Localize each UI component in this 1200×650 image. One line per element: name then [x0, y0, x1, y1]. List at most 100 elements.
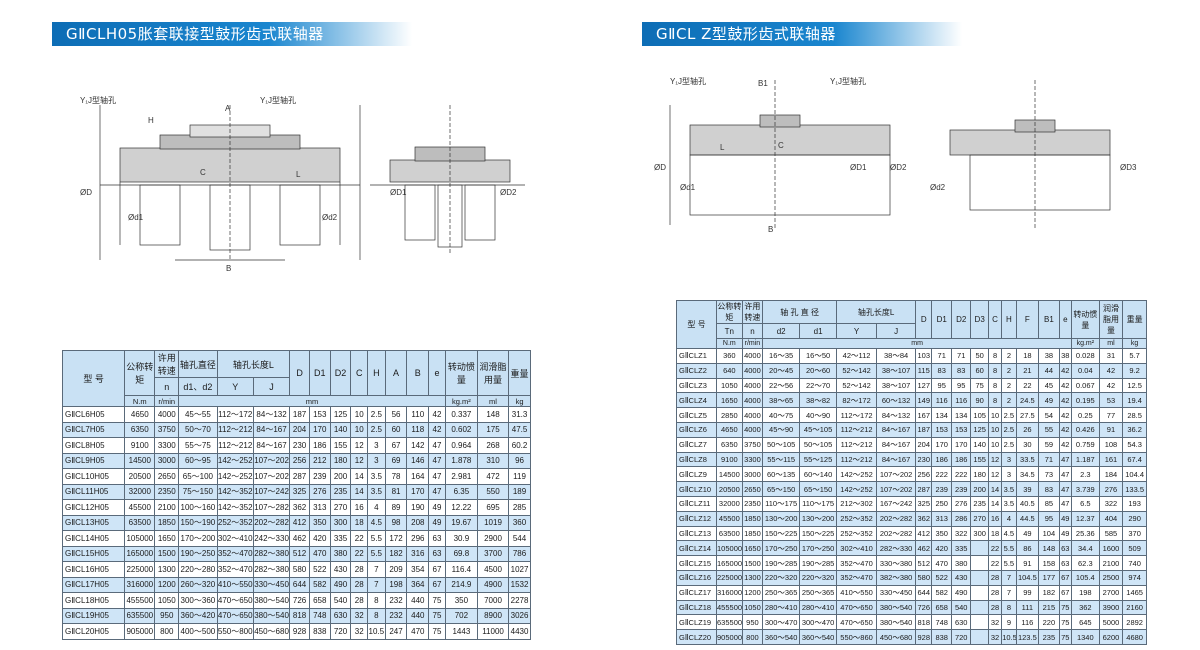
- table-cell: 509: [1122, 540, 1147, 557]
- table-cell: 77: [1098, 407, 1124, 423]
- table-cell: 60: [384, 421, 408, 438]
- table-cell: 290: [1122, 510, 1147, 527]
- table-cell: 580: [289, 561, 310, 578]
- table-cell: 6350: [124, 421, 156, 438]
- table-cell: 838: [308, 623, 331, 640]
- table-cell: 75: [428, 623, 446, 640]
- table-cell: 12: [350, 437, 369, 454]
- col-A: A: [384, 350, 408, 396]
- table-cell: 470～650: [836, 599, 878, 616]
- table-cell: 84～167: [876, 421, 917, 438]
- table-cell: 974: [1122, 569, 1147, 586]
- dim-d2: ØD2: [500, 188, 517, 197]
- table-cell: 296: [406, 530, 430, 547]
- table-cell: 2500: [1098, 569, 1124, 586]
- table-cell: 316000: [124, 576, 156, 593]
- table-cell: 335: [950, 540, 972, 557]
- table-cell: 153: [308, 406, 331, 423]
- table-cell: 1850: [154, 514, 180, 531]
- table-cell: 9100: [716, 451, 743, 468]
- table-cell: 133.5: [1122, 481, 1147, 497]
- table-cell: 640: [716, 362, 743, 379]
- table-cell: 165000: [716, 555, 743, 571]
- table-cell: 4.5: [367, 514, 386, 531]
- table-cell: 22: [350, 545, 369, 562]
- table-cell: 1650: [154, 530, 180, 547]
- table-cell: 100～160: [178, 499, 218, 516]
- table-cell: 380～540: [252, 592, 291, 609]
- table-cell: 200: [970, 481, 989, 497]
- table-cell: 170: [406, 483, 430, 500]
- table-cell: 11000: [476, 623, 510, 640]
- table-cell: 182: [384, 545, 408, 562]
- col-C: C: [987, 300, 1003, 339]
- table-cell: 118: [406, 421, 430, 438]
- table-cell: 42～112: [836, 348, 878, 364]
- table-cell: 25.36: [1070, 525, 1100, 542]
- table-cell: 34.5: [1015, 466, 1040, 483]
- table-cell: 95: [950, 377, 972, 394]
- table-cell: 65～150: [799, 481, 838, 497]
- table-cell: 2100: [154, 499, 180, 516]
- table-cell: 60: [970, 362, 989, 379]
- table-cell: 512: [289, 545, 310, 562]
- dim-d3: ØD3: [1120, 163, 1137, 172]
- table-cell: 490: [329, 576, 352, 593]
- table-cell: 14: [987, 495, 1003, 512]
- table-cell: 2278: [508, 592, 531, 609]
- col-F: F: [1015, 300, 1040, 339]
- table-cell: 2350: [741, 495, 764, 512]
- table-cell: 32000: [716, 495, 743, 512]
- table-cell: 18: [350, 514, 369, 531]
- table-cell: 364: [406, 576, 430, 593]
- table-cell: 380～540: [252, 607, 291, 624]
- table-cell: 30: [1015, 436, 1040, 453]
- table-cell: 67: [1058, 584, 1072, 601]
- table-cell: 1300: [741, 569, 764, 586]
- table-cell: 20500: [124, 468, 156, 485]
- table-cell: 352～470: [836, 555, 878, 571]
- table-cell: 470: [931, 555, 952, 571]
- model-cell: GⅡCL11H05: [61, 483, 126, 500]
- table-cell: 630: [950, 614, 972, 631]
- table-cell: 47: [1058, 481, 1072, 497]
- table-cell: 350: [444, 592, 478, 609]
- table-cell: 239: [931, 481, 952, 497]
- table-cell: 16: [987, 510, 1003, 527]
- col-H: H: [1001, 300, 1017, 339]
- table-cell: 1050: [741, 599, 764, 616]
- col-len: 轴孔长度L: [216, 350, 291, 378]
- table-cell: 65～150: [762, 481, 801, 497]
- table-cell: 2.981: [444, 468, 478, 485]
- table-cell: 42: [1058, 362, 1072, 379]
- table-cell: 462: [289, 530, 310, 547]
- table-cell: 550: [476, 483, 510, 500]
- table-cell: 20～45: [762, 362, 801, 379]
- table-cell: 39: [1015, 481, 1040, 497]
- sub-n: n: [154, 377, 180, 396]
- table-cell: [970, 569, 989, 586]
- table-cell: 19.4: [1122, 392, 1147, 409]
- table-cell: 49: [1058, 525, 1072, 542]
- table-cell: 49: [428, 514, 446, 531]
- table-cell: 62.3: [1070, 555, 1100, 571]
- table-cell: 142～352: [216, 483, 254, 500]
- table-cell: 208: [406, 514, 430, 531]
- table-cell: 49: [1058, 510, 1072, 527]
- table-cell: 69: [384, 452, 408, 469]
- table-cell: 47: [1058, 451, 1072, 468]
- table-cell: 8: [987, 348, 1003, 364]
- sub-d2: d2: [762, 323, 801, 339]
- table-cell: 140: [329, 421, 352, 438]
- table-cell: 360: [508, 514, 531, 531]
- table-cell: 335: [329, 530, 352, 547]
- model-cell: GⅡCLZ8: [675, 451, 718, 468]
